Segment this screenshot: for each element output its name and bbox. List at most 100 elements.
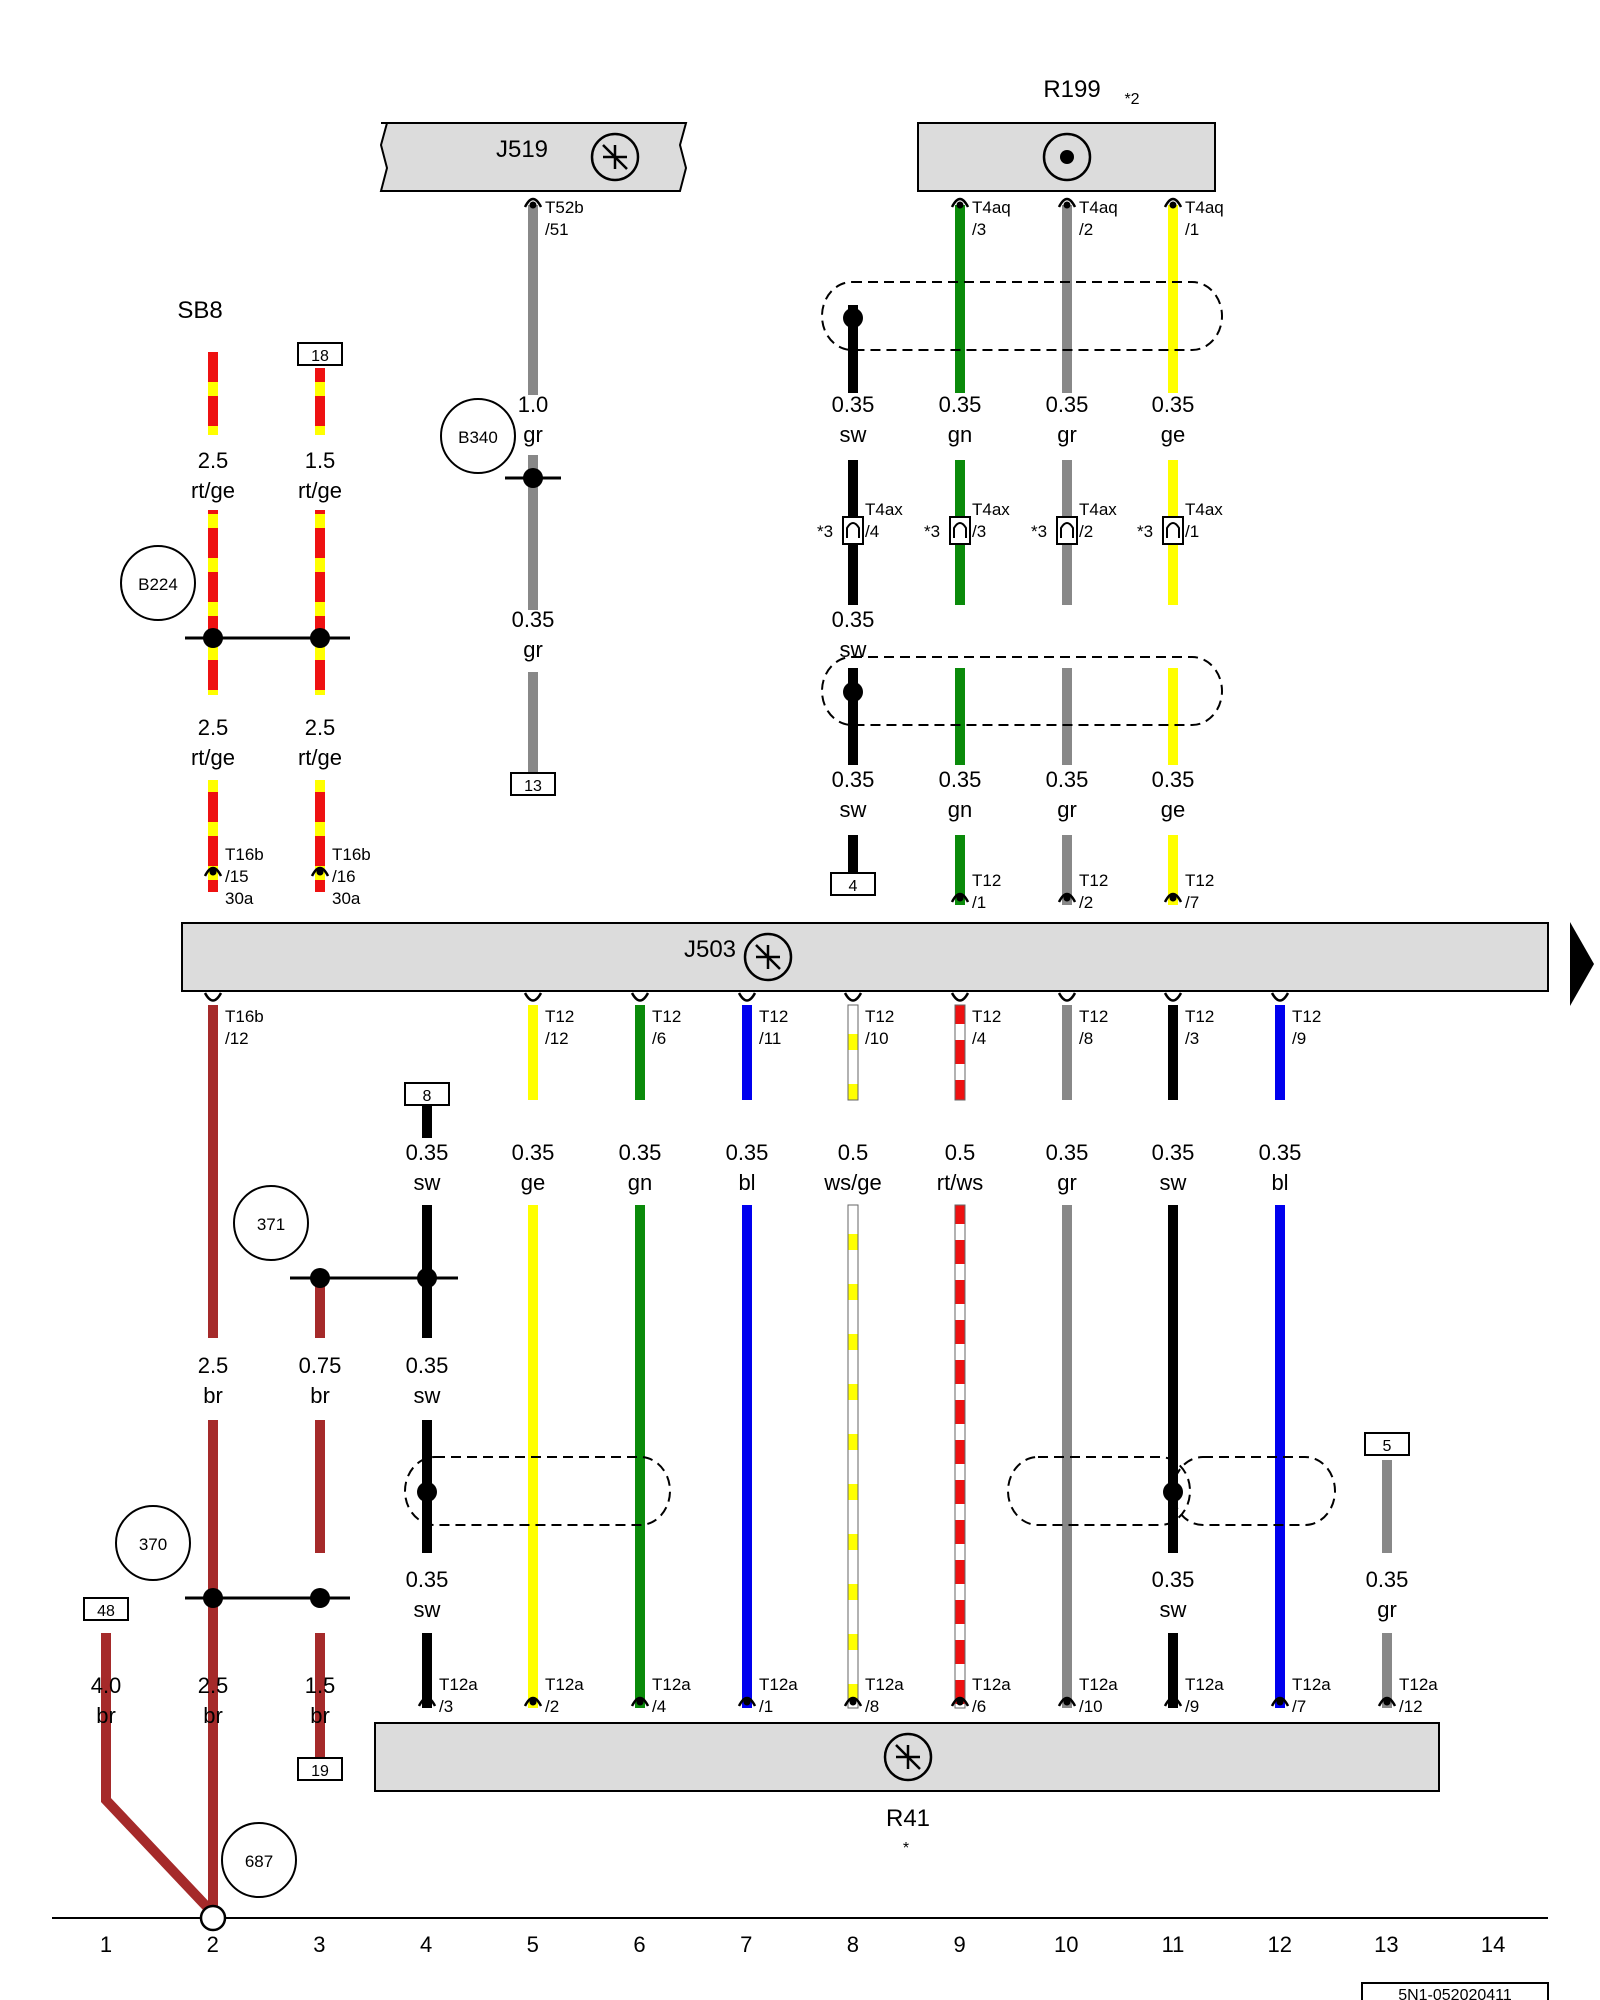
wire-size-label: 1.0 (518, 392, 549, 417)
wire-label: 2.5rt/ge (191, 448, 235, 503)
pin-dot (956, 1698, 964, 1706)
connector-pin: T12/2 (1057, 871, 1108, 912)
connector-name: T12 (1079, 871, 1108, 890)
junction-dot (203, 1588, 223, 1608)
drawing-id-box: 5N1-052020411 (1361, 1982, 1549, 2000)
connector-name: T4ax (972, 500, 1010, 519)
r41-note: * (903, 1840, 909, 1857)
note-star3: *3 (924, 522, 940, 541)
inline-connector-pin (846, 522, 860, 538)
connector-pin-number: /15 (225, 867, 249, 886)
connector-pin-number: /9 (1185, 1697, 1199, 1716)
pin-symbol (950, 197, 970, 208)
pin-dot (743, 1698, 751, 1706)
connector-pin: T12/9 (1270, 992, 1321, 1048)
pin-symbol (737, 1696, 757, 1707)
connector-name: T12 (652, 1007, 681, 1026)
connector-pin: T12a/2 (523, 1675, 584, 1716)
wire-color-label: br (310, 1703, 330, 1728)
pin-dot (1063, 201, 1071, 209)
connector-pin: T12/8 (1057, 992, 1108, 1048)
circle-reference-ring (440, 398, 516, 474)
wire-segment (528, 455, 538, 610)
connector-pin-number: /11 (759, 1029, 781, 1048)
reference-box-frame (404, 1082, 450, 1106)
circle-reference: 371 (233, 1185, 309, 1261)
shield-top-2 (821, 656, 1223, 726)
wire-color-label: sw (840, 797, 867, 822)
pin-dot (1169, 894, 1177, 902)
connector-name: T12 (759, 1007, 788, 1026)
wire-segment (848, 668, 858, 765)
connector-name: T52b (545, 198, 584, 217)
ground-point (199, 1904, 227, 1932)
connector-pin-number: /8 (865, 1697, 879, 1716)
reference-box-text: 4 (849, 878, 858, 895)
terminal-label: 30a (225, 889, 254, 908)
track-number: 1 (100, 1932, 112, 1957)
wire-segment (422, 1105, 432, 1138)
wire-segment (1382, 1460, 1392, 1553)
connector-name: T12a (759, 1675, 798, 1694)
circle-reference-text: B224 (138, 575, 178, 594)
connector-pin-number: /4 (972, 1029, 986, 1048)
wire-segment (1062, 1205, 1072, 1708)
track-number: 9 (953, 1932, 965, 1957)
connector-pin: T12a/1 (737, 1675, 798, 1716)
connector-pin-number: /10 (865, 1029, 889, 1048)
wire-color-label: br (203, 1383, 223, 1408)
connector-name: T12a (439, 1675, 478, 1694)
component-j503[interactable]: J503 (181, 922, 1594, 1006)
connector-name: T12a (972, 1675, 1011, 1694)
wire-segment (315, 1278, 325, 1338)
wire-color-label: rt/ge (298, 745, 342, 770)
connector-name: T4ax (1079, 500, 1117, 519)
connector-pin: T16b/12 (203, 992, 264, 1048)
control-unit-icon-arrow (602, 144, 628, 170)
connector-pin: T12/1 (950, 871, 1001, 912)
connector-pin: T4ax/1 (1185, 500, 1223, 541)
wire-segment (848, 835, 858, 878)
component-r199[interactable]: R199 *2 (917, 76, 1216, 192)
wire-color-label: br (96, 1703, 116, 1728)
wire-size-label: 2.5 (305, 715, 336, 740)
component-j519[interactable]: J519 (379, 122, 688, 192)
pin-dot (956, 201, 964, 209)
circle-reference-text: B340 (458, 428, 498, 447)
pin-symbol (950, 1696, 970, 1707)
wire-size-label: 0.35 (1366, 1567, 1409, 1592)
circle-reference-ring (120, 545, 196, 621)
wire-segment (848, 305, 858, 393)
t4ax-connectors: *3*3*3*3 (817, 516, 1184, 545)
wire-size-label: 2.5 (198, 715, 229, 740)
circle-reference: 687 (221, 1822, 297, 1898)
pin-symbol (523, 197, 543, 208)
connector-name: T12a (1399, 1675, 1438, 1694)
connector-name: T16b (225, 1007, 264, 1026)
connector-pin: T12a/6 (950, 1675, 1011, 1716)
wire-segment (208, 1420, 218, 1910)
wire-color-label: ge (521, 1170, 545, 1195)
wire-size-label: 0.35 (512, 1140, 555, 1165)
reference-box-text: 18 (311, 348, 329, 365)
connector-name: T12a (865, 1675, 904, 1694)
track-number: 2 (207, 1932, 219, 1957)
wire-segment (955, 668, 965, 765)
wire-size-label: 0.35 (1152, 1140, 1195, 1165)
wire-size-label: 0.35 (1152, 392, 1195, 417)
wire-segment (528, 672, 538, 774)
wire-label: 2.5br (198, 1673, 229, 1728)
junction-dot (523, 468, 543, 488)
pin-symbol (417, 1696, 437, 1707)
wire-size-label: 0.35 (619, 1140, 662, 1165)
wire-color-label: sw (1160, 1170, 1187, 1195)
component-r41[interactable]: R41 * (374, 1722, 1440, 1857)
junction-dot (1163, 1482, 1183, 1502)
wire-size-label: 0.35 (406, 1353, 449, 1378)
